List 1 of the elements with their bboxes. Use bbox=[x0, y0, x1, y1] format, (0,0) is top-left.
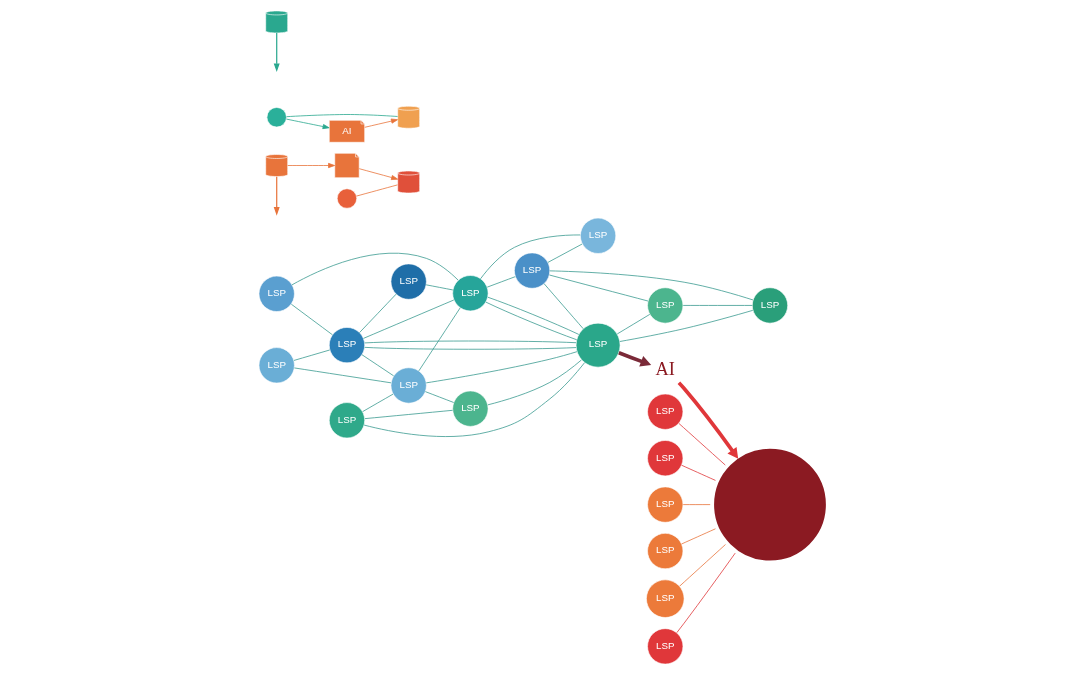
node-text: AI bbox=[655, 358, 675, 379]
